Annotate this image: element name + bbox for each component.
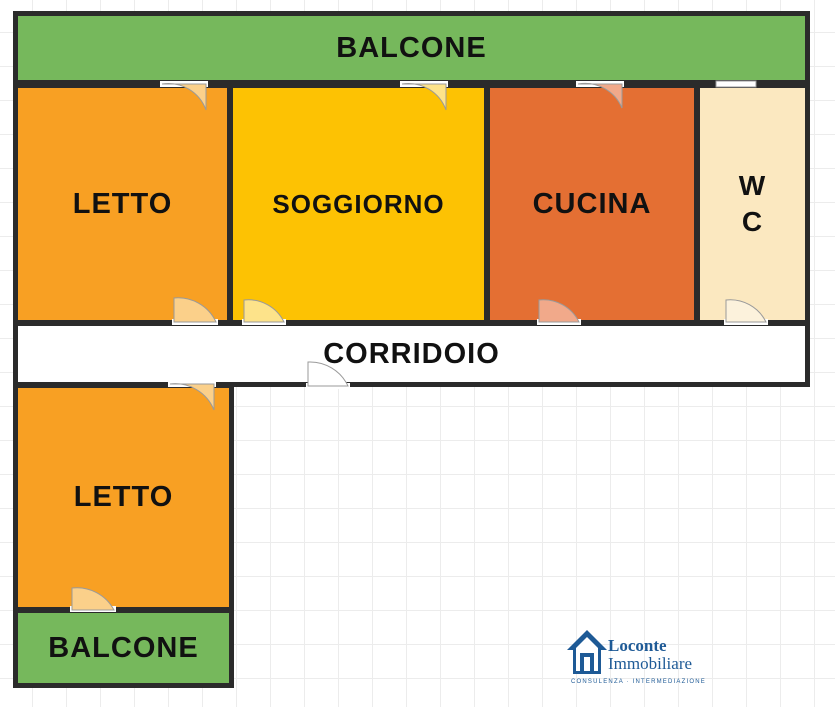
room-cucina: CUCINA (485, 83, 699, 325)
logo-name-line1: Loconte (608, 636, 667, 655)
room-balcone-bottom: BALCONE (13, 608, 234, 688)
room-label-corridoio: CORRIDOIO (323, 337, 500, 370)
room-balcone-top: BALCONE (13, 11, 810, 85)
room-label-balcone-top: BALCONE (336, 31, 487, 64)
room-corridoio: CORRIDOIO (13, 321, 810, 387)
room-wc: WC (695, 83, 810, 325)
logo-tagline: CONSULENZA · INTERMEDIAZIONE (571, 679, 706, 685)
room-label-balcone-bottom: BALCONE (48, 631, 199, 664)
room-label-soggiorno: SOGGIORNO (272, 188, 445, 219)
company-logo: Loconte Immobiliare CONSULENZA · INTERME… (565, 628, 705, 692)
room-label-wc: WC (738, 170, 767, 237)
room-letto-1: LETTO (13, 83, 232, 325)
room-soggiorno: SOGGIORNO (228, 83, 489, 325)
house-icon (567, 630, 607, 674)
room-label-letto-2: LETTO (73, 481, 174, 513)
room-label-cucina: CUCINA (532, 187, 652, 220)
room-label-letto-1: LETTO (72, 187, 173, 220)
room-letto-2: LETTO (13, 383, 234, 612)
logo-name-line2: Immobiliare (608, 654, 693, 673)
